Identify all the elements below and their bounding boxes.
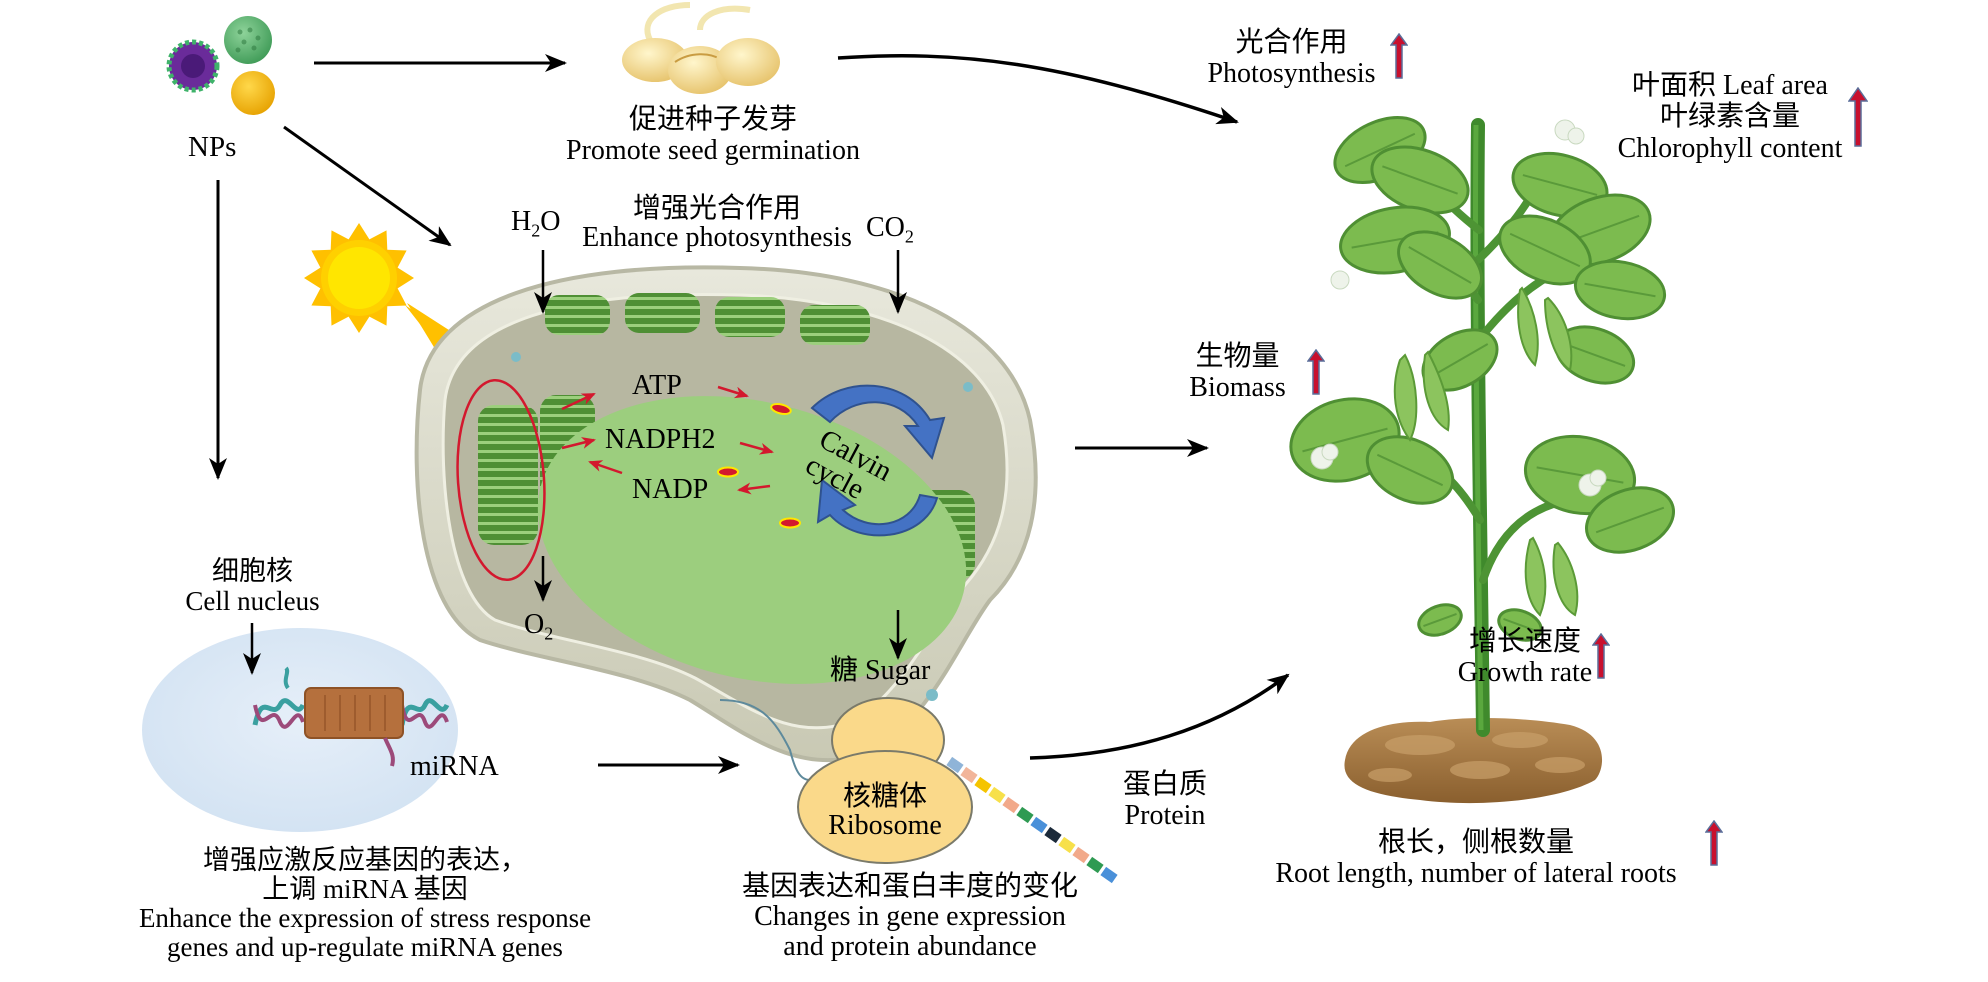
arrow-ribosome-to-plant	[1029, 673, 1290, 760]
amino-acid-bead	[960, 766, 978, 784]
effect-biomass: 生物量 Biomass	[1189, 341, 1286, 403]
seed-germination-icon	[622, 2, 780, 94]
effect-photosynthesis: 光合作用 Photosynthesis	[1207, 27, 1376, 89]
amino-acid-bead	[1086, 856, 1104, 874]
effect-growth-rate: 增长速度 Growth rate	[1457, 626, 1593, 688]
increase-arrow-icon	[1705, 820, 1723, 866]
ribosome-description: 基因表达和蛋白丰度的变化 Changes in gene expression …	[741, 871, 1078, 963]
amino-acid-bead	[988, 786, 1006, 804]
co2-label: CO2	[866, 212, 914, 247]
amino-acid-bead	[974, 776, 992, 794]
amino-acid-bead	[1002, 796, 1020, 814]
amino-acid-bead	[1100, 866, 1118, 884]
effect-leaf-chlorophyll: 叶面积 Leaf area 叶绿素含量 Chlorophyll content	[1617, 70, 1843, 164]
sugar-label: 糖 Sugar	[830, 655, 931, 686]
plant-icon	[1289, 116, 1676, 804]
seed-germination-label: 促进种子发芽 Promote seed germination	[533, 104, 893, 167]
increase-arrow-icon	[1848, 87, 1868, 147]
nps-label: NPs	[188, 131, 237, 163]
mirna-label: miRNA	[410, 751, 499, 782]
ribosome-label: 核糖体 Ribosome	[828, 781, 942, 842]
amino-acid-bead	[1016, 806, 1034, 824]
increase-arrow-icon	[1390, 33, 1408, 79]
amino-acid-bead	[1030, 816, 1048, 834]
nanoparticles-icon	[166, 16, 275, 115]
ribosome-icon	[719, 697, 1118, 884]
enhance-en: Enhance photosynthesis	[582, 222, 852, 254]
nucleus-label: 细胞核 Cell nucleus	[185, 556, 320, 616]
h2o-label: H2O	[511, 206, 561, 241]
calvin-cycle-arrows	[810, 384, 946, 537]
seed-en: Promote seed germination	[566, 134, 860, 166]
reaction-arrows	[561, 385, 774, 495]
nadph2-label: NADPH2	[605, 424, 716, 455]
amino-acid-bead	[946, 756, 964, 774]
seed-zh: 促进种子发芽	[628, 104, 797, 135]
effect-root: 根长，侧根数量 Root length, number of lateral r…	[1275, 827, 1677, 889]
increase-arrow-icon	[1307, 349, 1325, 395]
amino-acid-bead	[1072, 846, 1090, 864]
protein-label: 蛋白质 Protein	[1122, 769, 1207, 831]
nadp-label: NADP	[632, 474, 709, 505]
o2-label: O2	[524, 609, 554, 644]
increase-arrow-icon	[1592, 633, 1610, 679]
flow-arrows	[209, 54, 1290, 774]
enhance-photosynthesis-label: 增强光合作用 Enhance photosynthesis	[552, 194, 882, 253]
amino-acid-bead	[1058, 836, 1076, 854]
atp-label: ATP	[632, 370, 682, 401]
arrow-seed-to-plant	[837, 54, 1239, 125]
nucleus-description: 增强应激反应基因的表达， 上调 miRNA 基因 Enhance the exp…	[138, 845, 592, 963]
arrow-nps-to-chloroplast	[283, 125, 452, 247]
cell-nucleus	[142, 628, 458, 832]
enhance-zh: 增强光合作用	[632, 193, 801, 224]
amino-acid-bead	[1044, 826, 1062, 844]
chloroplast	[414, 265, 1038, 763]
sun-icon	[304, 223, 414, 333]
